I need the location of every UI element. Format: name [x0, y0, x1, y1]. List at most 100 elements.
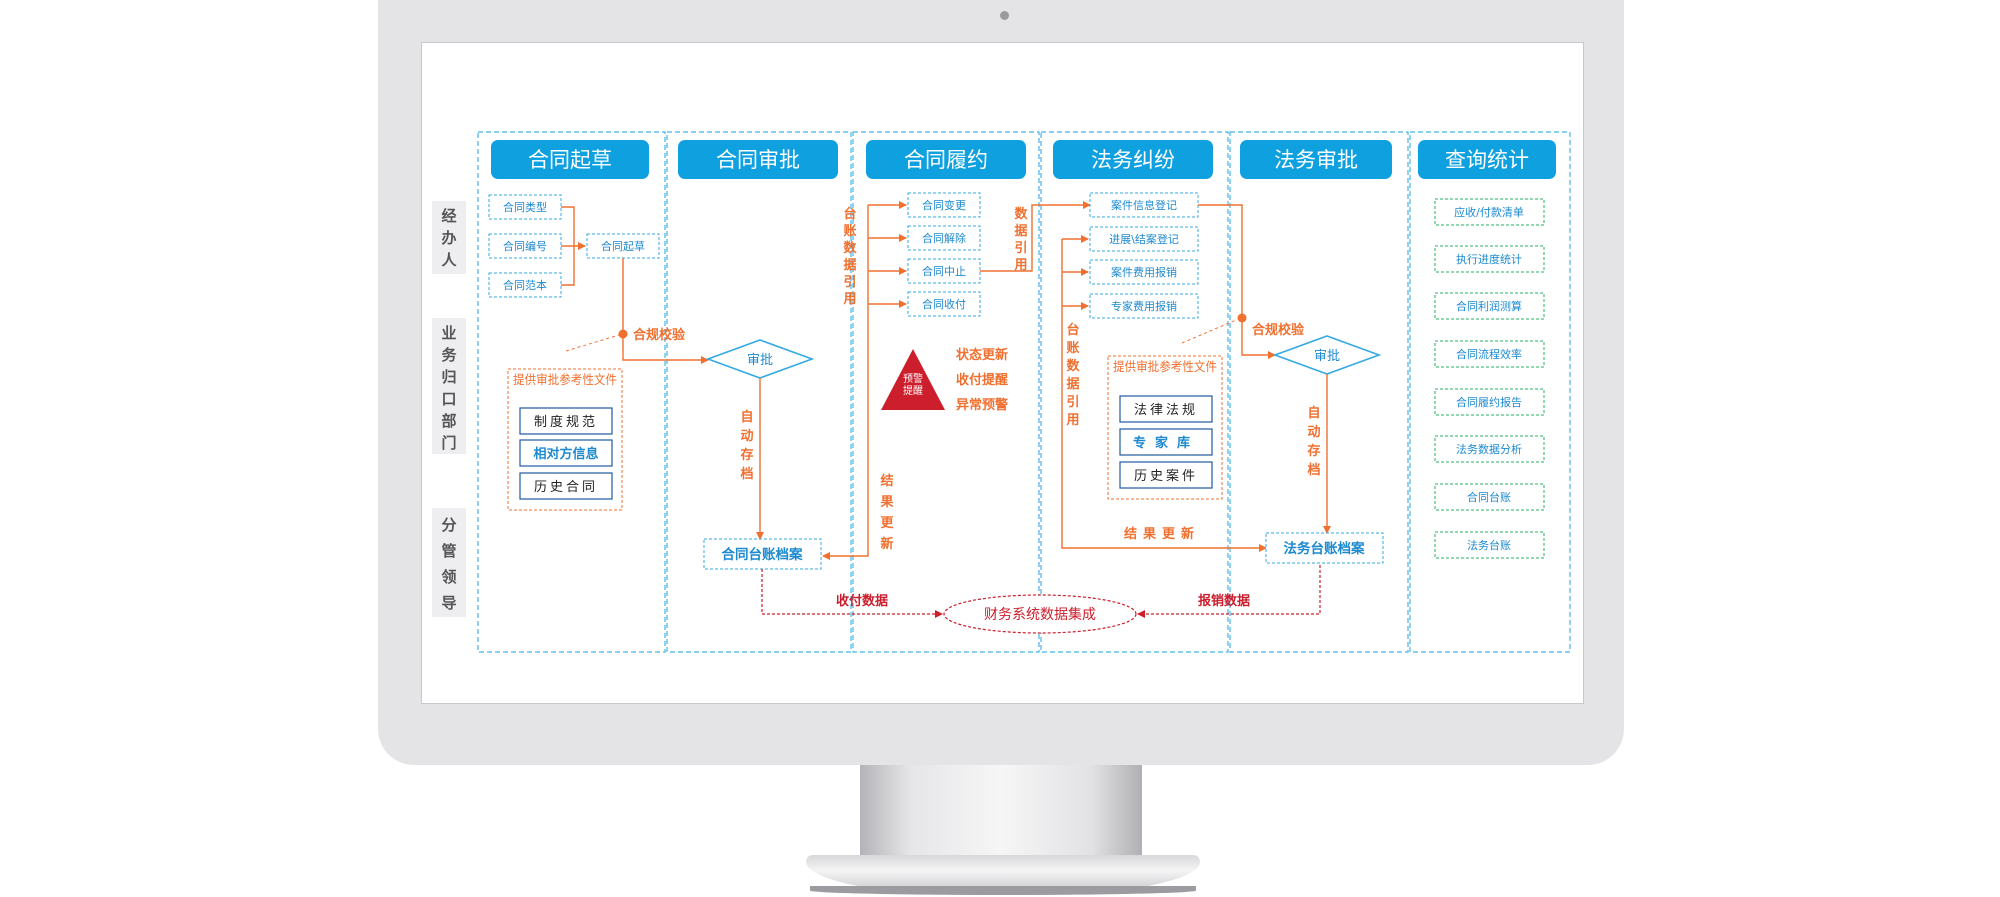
stats-item-box: [1434, 340, 1545, 368]
stats-item-box: [1434, 483, 1545, 511]
vertical-char: 数: [843, 240, 857, 256]
reference-item-box: [1119, 428, 1213, 456]
stats-item: 执行进度统计: [1456, 252, 1522, 266]
performance-item-box: [907, 258, 981, 284]
reference-item: 法律法规: [1134, 403, 1198, 418]
connector-payment-data: [761, 569, 943, 618]
role-char: 经: [441, 207, 456, 225]
dispute-item: 进展\结案登记: [1109, 232, 1179, 246]
role-label-handler: 经 办 人: [441, 207, 457, 269]
monitor-stand-lip: [810, 886, 1196, 895]
approval-diamond: [705, 339, 815, 379]
vertical-char: 动: [1307, 425, 1320, 440]
reference-item: 历史案件: [1134, 469, 1198, 484]
stats-item: 合同利润测算: [1456, 299, 1522, 313]
dispute-item: 案件费用报销: [1111, 265, 1177, 279]
connector-dashed: [1181, 319, 1237, 344]
vertical-char: 数: [1066, 358, 1080, 374]
input-box-contract-number: [488, 233, 562, 259]
legal-approval-diamond: [1272, 335, 1382, 375]
ledger-ref-label-performance: 台 账 数 据 引 用: [842, 206, 857, 307]
connector-expense-data: [1137, 565, 1321, 618]
result-update-label-performance: 结 果 更 新: [879, 473, 894, 552]
stats-item-box: [1434, 245, 1545, 273]
alert-item: 收付提醒: [956, 372, 1008, 388]
stats-item: 合同台账: [1467, 490, 1511, 504]
lane-title: 合同履约: [904, 148, 988, 172]
lane-approval: [666, 131, 852, 653]
lane-header-dispute: [1053, 140, 1213, 179]
lane-draft: [477, 131, 666, 653]
role-char: 办: [441, 229, 456, 247]
lane-header-performance: [866, 140, 1026, 179]
vertical-char: 台: [843, 206, 856, 222]
stats-item: 合同履约报告: [1456, 395, 1522, 409]
alert-triangle-icon: [881, 349, 945, 410]
vertical-char: 自: [740, 409, 753, 425]
reference-item-box: [519, 407, 613, 435]
stats-item: 合同流程效率: [1456, 347, 1522, 361]
role-char: 归: [441, 368, 456, 386]
result-update-label-dispute: 结果更新: [1124, 526, 1200, 542]
role-char: 领: [440, 568, 456, 586]
vertical-char: 据: [843, 257, 856, 273]
stats-item: 法务台账: [1467, 538, 1511, 552]
connector-data-ref: [980, 201, 1091, 272]
role-char: 分: [441, 516, 456, 534]
lane-header-approval: [678, 140, 838, 179]
lane-dispute: [1040, 131, 1229, 653]
lane-stats: [1409, 131, 1571, 653]
lane-header-stats: [1418, 140, 1556, 179]
input-label: 合同类型: [503, 200, 547, 214]
draft-label: 合同起草: [601, 239, 645, 253]
vertical-char: 果: [879, 495, 893, 510]
performance-item: 合同变更: [922, 198, 966, 212]
alert-item: 异常预警: [956, 397, 1008, 413]
lane-title: 查询统计: [1445, 148, 1529, 172]
performance-item: 合同解除: [922, 231, 966, 245]
vertical-char: 账: [1066, 341, 1079, 356]
vertical-char: 更: [880, 516, 894, 531]
reference-panel-dispute: [1107, 355, 1223, 500]
vertical-char: 引: [1014, 241, 1027, 256]
stats-item-box: [1434, 292, 1545, 320]
role-label-leader: 分 管 领 导: [440, 516, 456, 612]
role-char: 管: [441, 542, 456, 560]
stats-item: 法务数据分析: [1456, 442, 1522, 456]
auto-archive-label: 自 动 存 档: [740, 409, 753, 482]
input-box-contract-template: [488, 272, 562, 298]
stats-item-box: [1434, 198, 1545, 226]
connector-dashed: [565, 334, 620, 352]
vertical-char: 据: [1066, 376, 1079, 392]
dispute-item: 案件信息登记: [1111, 198, 1177, 212]
vertical-char: 存: [740, 447, 753, 463]
dispute-item-box: [1089, 259, 1199, 285]
reference-panel-draft: [507, 368, 623, 511]
vertical-char: 据: [1014, 223, 1027, 239]
role-char: 人: [441, 251, 457, 269]
vertical-char: 台: [1066, 322, 1079, 338]
lane-headers: 合同起草 合同审批 合同履约 法务纠纷 法务审批 查询统计: [491, 140, 1556, 179]
monitor-stand-neck: [860, 765, 1142, 860]
compliance-dot: [1237, 313, 1247, 323]
input-label: 合同范本: [503, 278, 547, 292]
vertical-char: 动: [740, 429, 753, 444]
contract-archive-label: 合同台账档案: [722, 546, 803, 563]
finance-integration-node: [943, 594, 1137, 634]
connector: [1061, 239, 1267, 552]
reference-item: 历史合同: [534, 480, 598, 495]
role-char: 部: [441, 412, 456, 430]
alert-icon-label: 预警提醒: [903, 372, 923, 397]
performance-item-box: [907, 225, 981, 251]
data-ref-label-dispute: 数 据 引 用: [1013, 206, 1028, 273]
vertical-char: 引: [843, 275, 856, 290]
stats-item-box: [1434, 531, 1545, 559]
finance-integration-label: 财务系统数据集成: [984, 606, 1096, 623]
reference-item-box: [519, 439, 613, 467]
role-cell-leader: [432, 508, 466, 617]
lane-title: 合同起草: [528, 148, 612, 172]
lane-performance: [852, 131, 1040, 653]
lane-legal-approval: [1229, 131, 1409, 653]
